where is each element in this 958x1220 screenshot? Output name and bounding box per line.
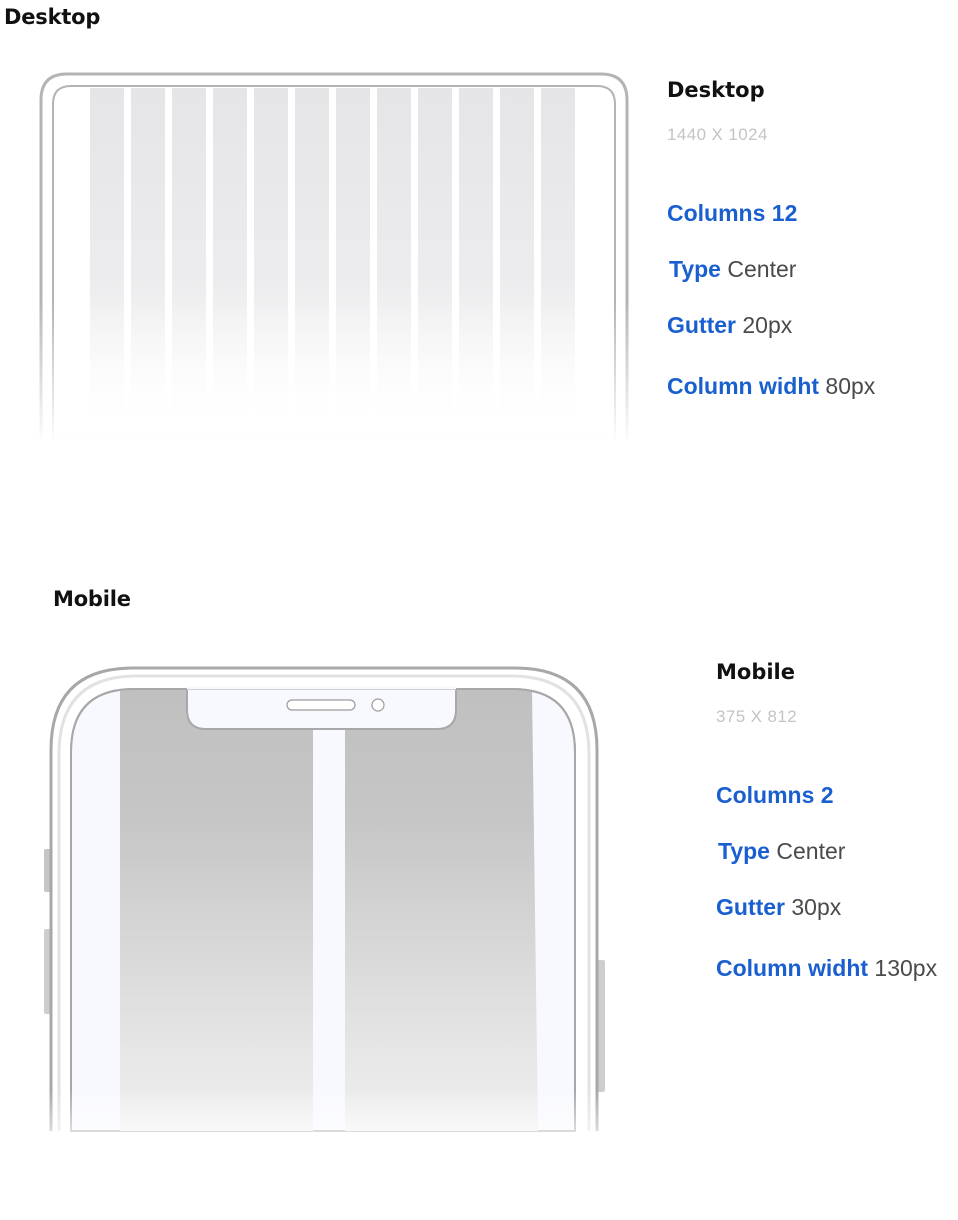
mobile-resolution: 375 X 812 xyxy=(716,707,798,726)
desktop-spec-type: Type Center xyxy=(669,256,796,283)
spec-key: Columns xyxy=(716,782,815,808)
spec-key: Gutter xyxy=(667,312,736,338)
mobile-grid-columns xyxy=(120,690,538,1131)
spec-key: Column widht xyxy=(716,955,869,981)
mobile-spec-gutter: Gutter 30px xyxy=(716,894,841,921)
spec-value: 2 xyxy=(820,782,834,808)
spec-value: 20px xyxy=(742,312,793,338)
desktop-section-title: Desktop xyxy=(4,5,101,29)
mobile-section-title: Mobile xyxy=(53,587,131,611)
desktop-frame-outer xyxy=(39,72,629,440)
mobile-spec-column-width: Column widht 130px xyxy=(716,955,937,982)
spec-value: 12 xyxy=(771,200,798,226)
desktop-spec-gutter: Gutter 20px xyxy=(667,312,792,339)
mobile-panel-title: Mobile xyxy=(716,660,795,684)
mobile-grid-column xyxy=(345,690,538,1131)
desktop-panel-title: Desktop xyxy=(667,78,765,102)
spec-value: 30px xyxy=(791,894,842,920)
spec-value: Center xyxy=(776,838,846,864)
spec-key: Column widht xyxy=(667,373,820,399)
mobile-spec-type: Type Center xyxy=(718,838,845,865)
spec-key: Gutter xyxy=(716,894,785,920)
spec-key: Columns xyxy=(667,200,766,226)
phone-speaker xyxy=(286,699,356,711)
spec-value: Center xyxy=(727,256,797,282)
mobile-grid-column xyxy=(120,690,313,1131)
spec-value: 130px xyxy=(874,955,938,981)
desktop-spec-column-width: Column widht 80px xyxy=(667,373,875,400)
desktop-spec-columns: Columns 12 xyxy=(667,200,797,227)
desktop-resolution: 1440 X 1024 xyxy=(667,125,768,144)
phone-camera xyxy=(371,698,385,712)
phone-side-button-right xyxy=(597,960,605,1092)
spec-value: 80px xyxy=(825,373,876,399)
spec-key: Type xyxy=(718,838,770,864)
mobile-spec-columns: Columns 2 xyxy=(716,782,834,809)
spec-key: Type xyxy=(669,256,721,282)
